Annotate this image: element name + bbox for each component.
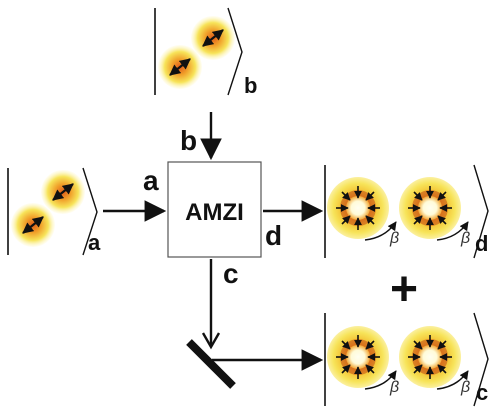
beta-label: β [460, 379, 470, 396]
mirror [186, 339, 236, 389]
ket-subscript-c: c [476, 380, 488, 405]
polarization-beam-icon [11, 203, 55, 247]
rotation-arrow [364, 221, 397, 241]
beta-label: β [389, 379, 399, 396]
ket-angle-right [473, 164, 489, 259]
rotation-arrow [436, 370, 469, 390]
polarization-beam-icon [191, 16, 235, 60]
vector-vortex-beam-icon [327, 326, 389, 388]
ket-output-c: β β c [325, 312, 489, 407]
rotation-arrow [364, 370, 397, 390]
ket-subscript-d: d [475, 231, 488, 256]
ket-subscript-a: a [88, 230, 101, 255]
polarization-beam-icon [41, 170, 85, 214]
ket-subscript-b: b [244, 73, 257, 98]
amzi-label: AMZI [185, 199, 244, 226]
ket-angle-right [227, 7, 243, 96]
plus-sign: + [390, 263, 418, 316]
ket-output-d: β β d [325, 164, 489, 259]
ket-input-b: b [154, 7, 257, 98]
ket-input-a: a [7, 167, 101, 256]
port-label-d: d [265, 220, 282, 251]
amzi-rect [167, 161, 262, 258]
arrow-head-c [201, 332, 221, 350]
rotation-arrow [436, 221, 469, 241]
port-label-b: b [180, 125, 197, 156]
vector-vortex-beam-icon [399, 326, 461, 388]
port-label-a: a [143, 165, 159, 196]
vector-vortex-beam-icon [327, 177, 389, 239]
beta-label: β [389, 230, 399, 247]
amzi-box: AMZI [167, 161, 262, 258]
beta-label: β [460, 230, 470, 247]
ket-angle-right [473, 312, 489, 407]
port-label-c: c [223, 258, 239, 289]
ket-angle-right [82, 167, 98, 256]
polarization-beam-icon [158, 45, 202, 89]
vector-vortex-beam-icon [399, 177, 461, 239]
